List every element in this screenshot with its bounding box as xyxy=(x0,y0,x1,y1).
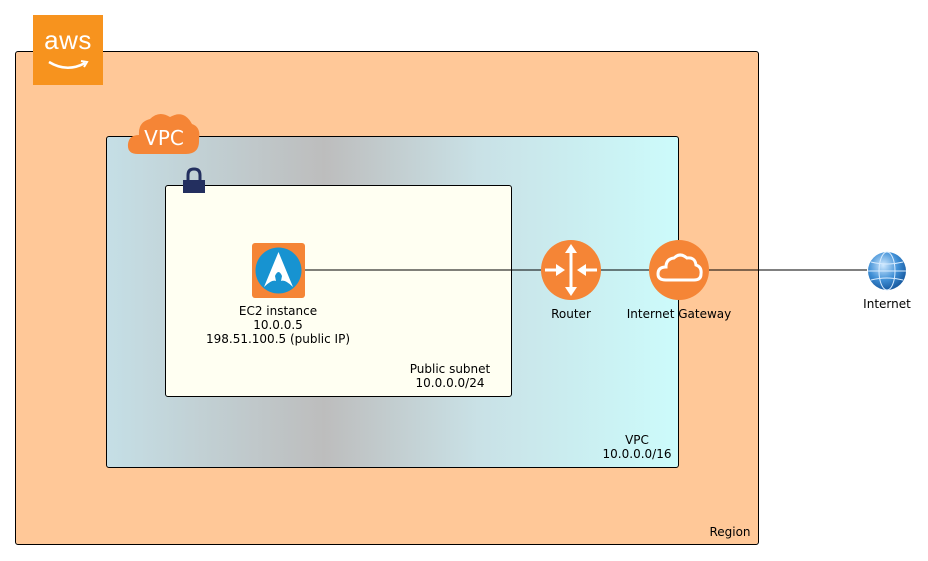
vpc-name: VPC xyxy=(625,433,649,447)
ec2-instance-icon[interactable] xyxy=(252,243,305,298)
router-icon[interactable] xyxy=(540,239,602,301)
public-subnet-container xyxy=(165,185,512,397)
vpc-cloud-icon xyxy=(127,113,200,154)
ec2-public-ip: 198.51.100.5 (public IP) xyxy=(205,332,351,346)
ec2-title: EC2 instance xyxy=(238,304,318,318)
lock-icon xyxy=(183,167,205,193)
internet-gateway-icon[interactable] xyxy=(648,239,710,301)
aws-logo-text: aws xyxy=(44,25,92,55)
aws-logo: aws xyxy=(33,15,103,85)
ec2-private-ip: 10.0.0.5 xyxy=(253,318,303,332)
igw-label: Internet Gateway xyxy=(626,307,732,321)
router-label: Router xyxy=(551,307,591,321)
subnet-label: Public subnet 10.0.0.0/24 xyxy=(390,362,510,390)
aws-smile-icon xyxy=(48,60,89,69)
vpc-cidr: 10.0.0.0/16 xyxy=(602,447,672,461)
ec2-label: EC2 instance 10.0.0.5 198.51.100.5 (publ… xyxy=(180,304,376,346)
internet-label: Internet xyxy=(863,297,911,311)
globe-icon[interactable] xyxy=(866,250,908,292)
subnet-name: Public subnet xyxy=(409,362,491,376)
vpc-badge-label: VPC xyxy=(144,126,184,150)
subnet-cidr: 10.0.0.0/24 xyxy=(415,376,485,390)
vpc-label: VPC 10.0.0.0/16 xyxy=(592,433,682,461)
arch-linux-icon xyxy=(255,247,302,294)
region-label: Region xyxy=(709,525,751,539)
